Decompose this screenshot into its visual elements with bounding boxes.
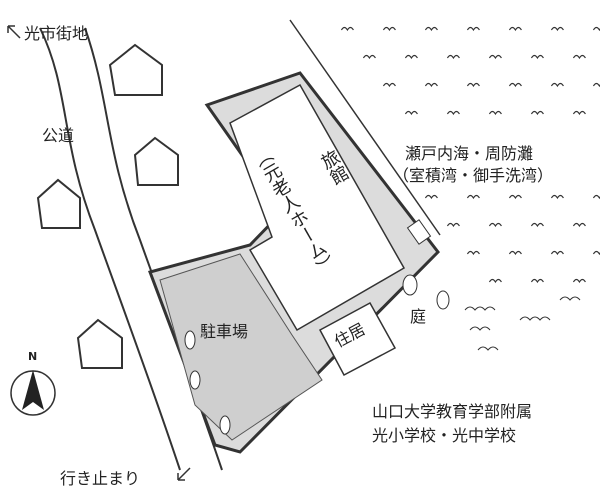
label-parking: 駐車場 [200,322,249,341]
label-garden: 庭 [410,307,427,326]
wave-mark [424,194,438,200]
wave-mark [446,222,460,228]
wave-mark [592,194,600,200]
wave-mark [382,82,396,88]
wave-mark [530,110,544,116]
stairs-icon [406,219,432,245]
arrow-dead-end-icon [177,467,191,481]
wave-mark [550,26,564,32]
wave-mark [508,82,522,88]
wave-mark [508,250,522,256]
label-dead-end: 行き止まり [60,469,141,488]
wave-mark [488,222,502,228]
wave-mark [572,278,586,284]
wave-mark [446,54,460,60]
wave-mark [572,54,586,60]
sea-waves [340,26,600,284]
arrow-to-city-icon [7,25,21,39]
wave-mark [466,250,480,256]
wave-mark [466,82,480,88]
label-school-line1: 山口大学教育学部附属 [372,402,533,421]
wave-mark [362,54,376,60]
north-arrow-icon [10,370,56,416]
road-left-edge [39,27,181,471]
wave-mark [404,110,418,116]
label-sea: 瀬戸内海・周防灘 [405,144,534,163]
label-north: N [28,350,38,363]
label-school-line2: 光小学校・光中学校 [372,426,517,445]
wave-mark [404,54,418,60]
wave-mark [550,250,564,256]
wave-mark [488,110,502,116]
wave-mark [508,26,522,32]
wave-mark [424,82,438,88]
wave-mark [530,54,544,60]
wave-mark [572,110,586,116]
residence-building [318,301,397,377]
wave-mark [592,26,600,32]
rocky-shore [464,296,581,351]
house-icons [36,43,179,369]
wave-mark [446,110,460,116]
wave-mark [592,250,600,256]
wave-mark [530,222,544,228]
wave-mark [424,26,438,32]
wave-mark [382,26,396,32]
inn-building [229,83,406,332]
coastline [289,19,441,236]
label-public-road: 公道 [42,126,75,145]
wave-mark [592,82,600,88]
wave-mark [488,54,502,60]
wave-mark [550,194,564,200]
wave-mark [466,26,480,32]
label-sea-sub: （室積湾・御手洗湾） [393,166,554,185]
wave-mark [466,194,480,200]
wave-mark [550,82,564,88]
wave-mark [530,278,544,284]
wave-mark [508,194,522,200]
wave-mark [340,26,354,32]
label-city: 光市街地 [24,24,89,43]
wave-mark [488,278,502,284]
wave-mark [572,222,586,228]
tree-icons [184,274,450,435]
parking-area [159,253,323,441]
